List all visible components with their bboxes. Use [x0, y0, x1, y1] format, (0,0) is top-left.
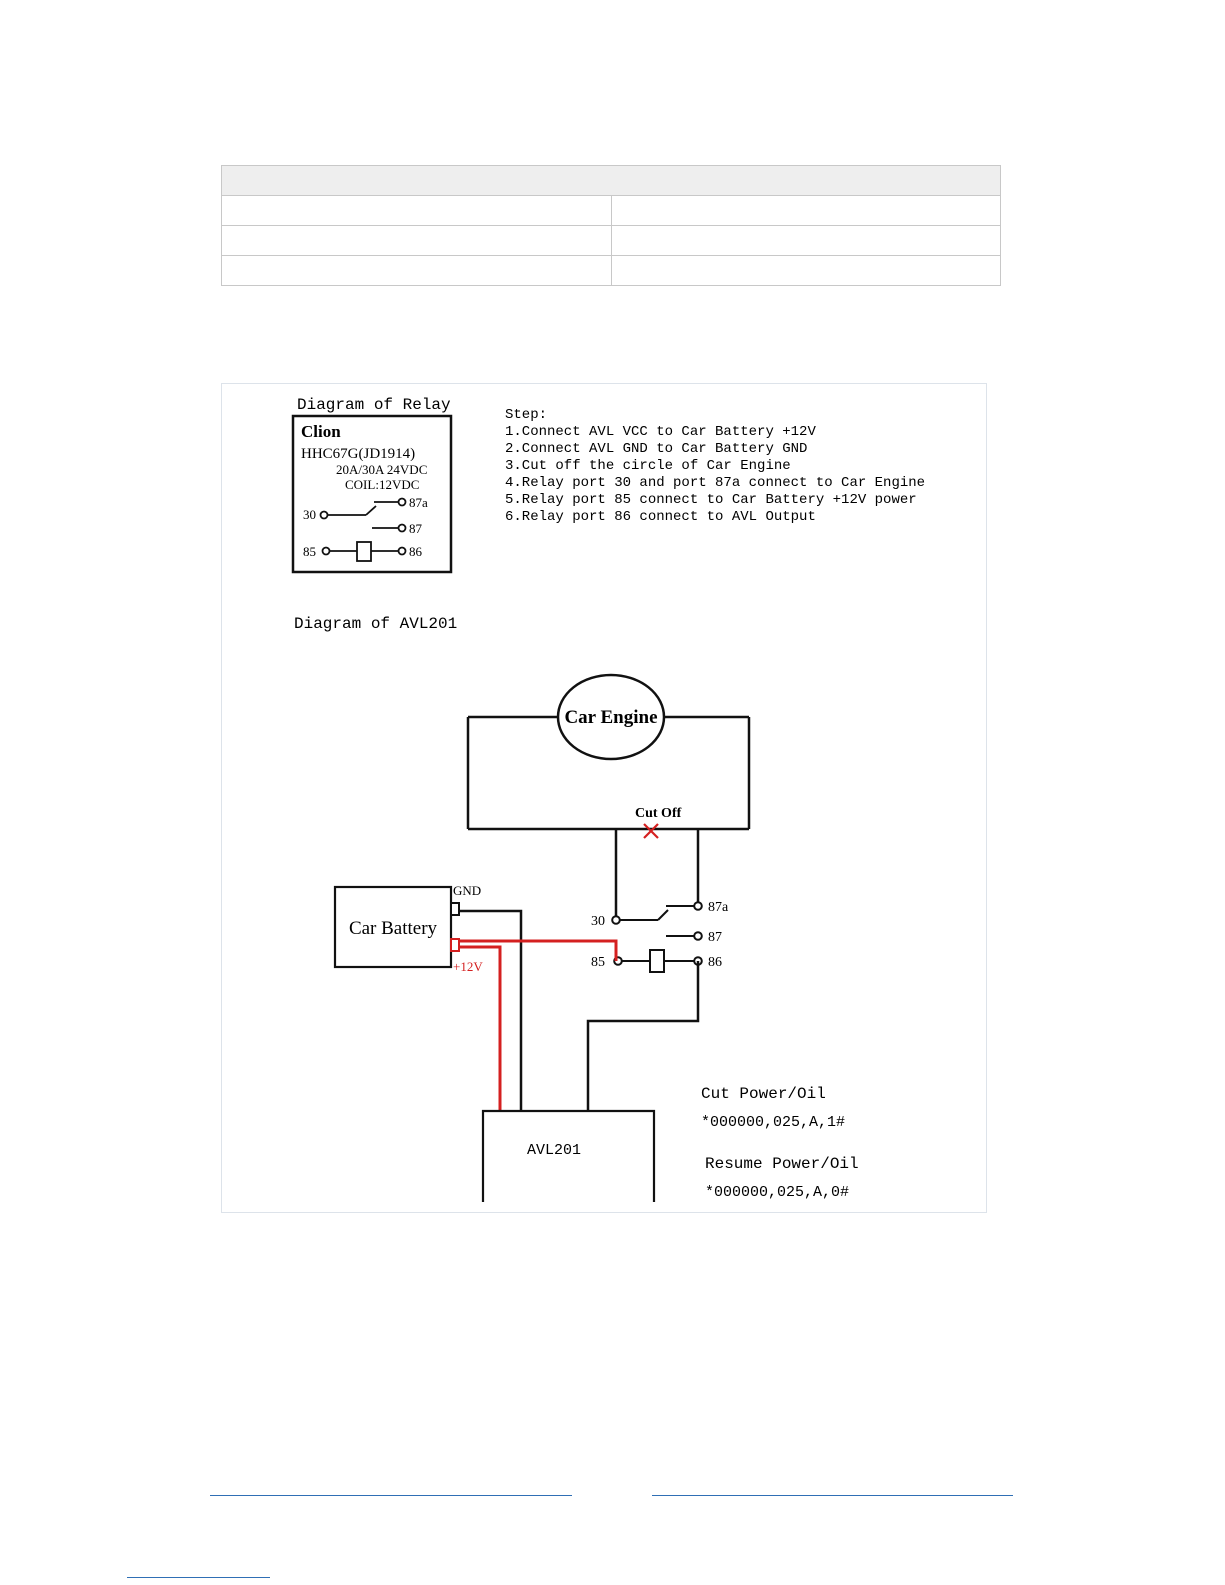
device-label: AVL201: [527, 1142, 581, 1159]
avl-diagram-title: Diagram of AVL201: [294, 615, 457, 633]
step-item: 5.Relay port 85 connect to Car Battery +…: [505, 492, 917, 508]
step-item: 2.Connect AVL GND to Car Battery GND: [505, 441, 807, 457]
table-cell: [610, 195, 1001, 226]
gnd-wire: [459, 909, 523, 1111]
table-cell: [221, 255, 612, 286]
step-item: 1.Connect AVL VCC to Car Battery +12V: [505, 424, 816, 440]
gnd-label: GND: [453, 883, 481, 898]
table-row: [221, 225, 1001, 256]
avl-relay-symbol: 30 87a 87 85 86: [591, 900, 729, 973]
resume-power-command: *000000,025,A,0#: [705, 1184, 849, 1201]
relay-pin-30-label: 30: [303, 507, 316, 522]
engine-relay-wires: [614, 829, 700, 920]
avl-pin-87a-label: 87a: [708, 900, 729, 915]
table-row: [221, 195, 1001, 226]
table-header-row: [221, 165, 1001, 196]
cut-power-command: *000000,025,A,1#: [701, 1114, 845, 1131]
table-row: [221, 255, 1001, 286]
footer-link-left[interactable]: [210, 1495, 572, 1496]
cut-off-x-icon: [643, 823, 659, 839]
relay-pin-87-label: 87: [409, 521, 423, 536]
relay-coil: COIL:12VDC: [345, 477, 419, 492]
car-battery: Car Battery GND +12V: [333, 883, 483, 974]
engine-circuit: Car Engine Cut Off: [466, 673, 751, 839]
relay-brand: Clion: [301, 422, 341, 441]
table-cell: [221, 225, 612, 256]
output-wire: [586, 961, 700, 1111]
relay-pin-86-label: 86: [409, 544, 423, 559]
step-item: 4.Relay port 30 and port 87a connect to …: [505, 475, 925, 491]
steps-list: Step: 1.Connect AVL VCC to Car Battery +…: [505, 407, 925, 525]
wiring-diagram-image: Diagram of Relay Clion HHC67G(JD1914) 20…: [221, 383, 987, 1213]
table-cell: [610, 255, 1001, 286]
avl201-device: AVL201: [481, 1109, 656, 1202]
relay-pin-85-label: 85: [303, 544, 316, 559]
battery-label: Car Battery: [349, 918, 438, 939]
footer-link-right[interactable]: [652, 1495, 1013, 1496]
step-item: 6.Relay port 86 connect to AVL Output: [505, 509, 816, 525]
cut-off-label: Cut Off: [635, 806, 682, 821]
table-header-cell: [221, 165, 1001, 196]
relay-symbol: 30 87a 87 85 86: [303, 495, 428, 562]
plus12v-label: +12V: [453, 959, 483, 974]
table-cell: [610, 225, 1001, 256]
relay-model: HHC67G(JD1914): [301, 446, 415, 462]
relay-diagram-title: Diagram of Relay: [297, 396, 451, 414]
avl-pin-86-label: 86: [708, 955, 722, 970]
avl-pin-30-label: 30: [591, 914, 605, 929]
step-item: 3.Cut off the circle of Car Engine: [505, 458, 791, 474]
steps-heading: Step:: [505, 407, 547, 423]
relay-rating: 20A/30A 24VDC: [336, 462, 427, 477]
avl-pin-85-label: 85: [591, 955, 605, 970]
engine-ellipse: [556, 673, 666, 761]
spec-table: [221, 165, 1001, 286]
footer-link-bottom[interactable]: [127, 1577, 270, 1578]
commands: Cut Power/Oil *000000,025,A,1# Resume Po…: [701, 1085, 859, 1201]
relay-pin-87a-label: 87a: [409, 495, 428, 510]
cut-power-label: Cut Power/Oil: [701, 1085, 826, 1103]
wiring-diagram-svg: Diagram of Relay Clion HHC67G(JD1914) 20…: [291, 396, 925, 1202]
engine-label: Car Engine: [564, 707, 657, 728]
power-wires: [459, 939, 618, 1111]
avl-pin-87-label: 87: [708, 930, 722, 945]
table-cell: [221, 195, 612, 226]
relay-box: [291, 414, 453, 574]
resume-power-label: Resume Power/Oil: [705, 1155, 859, 1173]
